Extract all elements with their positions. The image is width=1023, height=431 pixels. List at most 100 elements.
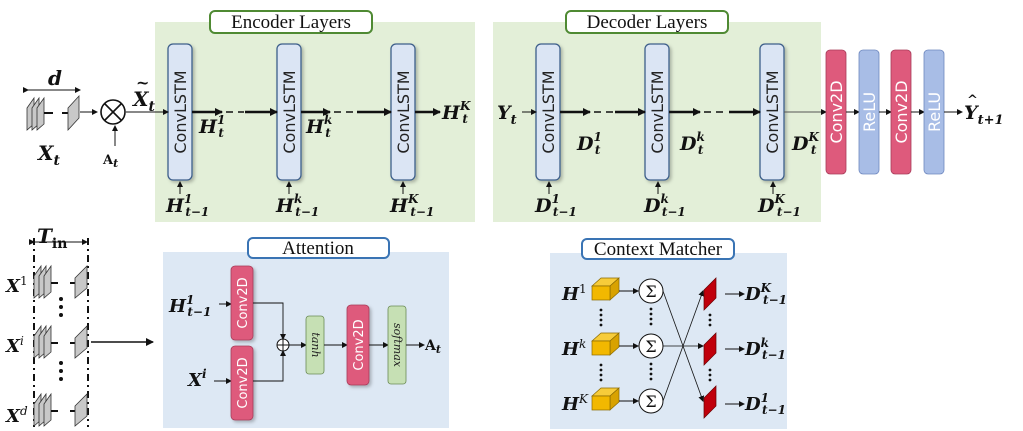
row-label-i: Xi [5, 334, 24, 357]
input-label: Xt [36, 141, 61, 169]
cm-input-k: Hk [561, 337, 586, 360]
add-icon [276, 338, 290, 352]
encoder-convlstm-1-label: ConvLSTM [171, 70, 190, 153]
frame-stack-icon [26, 94, 80, 132]
decoder-convlstm-2-label: ConvLSTM [648, 70, 667, 153]
decoder-input-label: Yt [497, 102, 517, 128]
decoder-convlstm-1: ConvLSTM [535, 43, 561, 181]
plane-icon [703, 277, 717, 311]
width-label: d [48, 66, 62, 90]
svg-text:Conv2D: Conv2D [352, 319, 367, 370]
vertical-ellipsis [599, 307, 712, 382]
plane-icon [703, 385, 717, 419]
row-label-1: X1 [5, 274, 28, 297]
head-relu-2: ReLU [923, 49, 945, 175]
multiply-icon [100, 99, 126, 125]
cm-cross-link [662, 290, 705, 402]
decoder-head: Conv2D ReLU Conv2D ReLU Yt+1 ^ [784, 49, 1004, 175]
cm-input-K: HK [561, 392, 589, 415]
svg-text:ReLU: ReLU [925, 92, 944, 132]
svg-text:Σ: Σ [645, 392, 656, 411]
time-window-label: Tin [37, 224, 67, 252]
context-matcher-background [550, 253, 787, 429]
sum-icon: Σ [638, 388, 664, 414]
hat-mark: ^ [967, 93, 978, 108]
decoder-convlstm-2: ConvLSTM [644, 43, 670, 181]
decoder-convlstm-1-label: ConvLSTM [539, 70, 558, 153]
attention-link [253, 350, 286, 382]
frame-row-1 [33, 264, 88, 299]
cube-icon [591, 387, 620, 411]
attention-weight-label: At [102, 153, 118, 170]
weighted-input-label: Xt [131, 87, 156, 115]
svg-text:ReLU: ReLU [860, 92, 879, 132]
head-relu-1: ReLU [858, 49, 880, 175]
encoder-background [155, 22, 475, 222]
attention-title: Attention [282, 238, 354, 259]
sum-icon: Σ [638, 333, 664, 359]
context-matcher-panel: Context Matcher H1 Hk HK Σ Σ [550, 238, 787, 429]
decoder-panel: Decoder Layers ConvLSTM ConvLSTM ConvLST… [493, 10, 821, 222]
attention-conv2d-out: Conv2D [346, 304, 370, 386]
svg-text:Σ: Σ [645, 337, 656, 356]
tanh-block: tanh [305, 315, 325, 375]
head-conv2d-2: Conv2D [890, 49, 912, 175]
attention-output: At [424, 338, 441, 356]
row-label-d: Xd [5, 404, 28, 427]
svg-text:tanh: tanh [309, 332, 322, 357]
context-matcher-title-box [581, 238, 735, 260]
sum-icon: Σ [638, 278, 664, 304]
cube-icon [591, 332, 620, 356]
encoder-convlstm-1: ConvLSTM [167, 43, 193, 181]
attention-input-x: Xi [187, 367, 207, 391]
decoder-title: Decoder Layers [587, 12, 708, 33]
encoder-title: Encoder Layers [231, 12, 351, 33]
attention-title-box [247, 237, 390, 259]
decoder-convlstm-3: ConvLSTM [759, 43, 785, 181]
encoder-title-box [209, 10, 373, 34]
svg-text:Conv2D: Conv2D [827, 80, 846, 143]
encoder-panel: Encoder Layers ConvLSTM ConvLSTM ConvLST… [155, 10, 475, 222]
cube-icon [591, 277, 620, 301]
time-window: Tin [5, 224, 154, 427]
head-conv2d-1: Conv2D [825, 49, 847, 175]
frame-row-i [33, 324, 88, 359]
encoder-convlstm-3: ConvLSTM [390, 43, 416, 181]
input-stack: d Xt At Xt ~ [23, 66, 169, 170]
final-output-label: Yt+1 [964, 102, 1004, 128]
decoder-title-box [565, 10, 729, 34]
encoder-convlstm-3-label: ConvLSTM [394, 70, 413, 153]
svg-text:Σ: Σ [645, 282, 656, 301]
attention-conv2d-x: Conv2D [230, 345, 254, 421]
attention-link [253, 302, 286, 340]
plane-icon [703, 332, 717, 366]
encoder-convlstm-2-label: ConvLSTM [280, 70, 299, 153]
context-matcher-title: Context Matcher [594, 239, 723, 260]
frame-row-d [33, 392, 88, 427]
tilde-mark: ~ [136, 73, 149, 92]
attention-conv2d-h: Conv2D [230, 265, 254, 341]
encoder-convlstm-2: ConvLSTM [276, 43, 302, 181]
svg-text:Conv2D: Conv2D [236, 357, 251, 408]
svg-text:softmax: softmax [391, 323, 404, 368]
svg-text:Conv2D: Conv2D [236, 277, 251, 328]
cm-input-1: H1 [561, 282, 587, 305]
